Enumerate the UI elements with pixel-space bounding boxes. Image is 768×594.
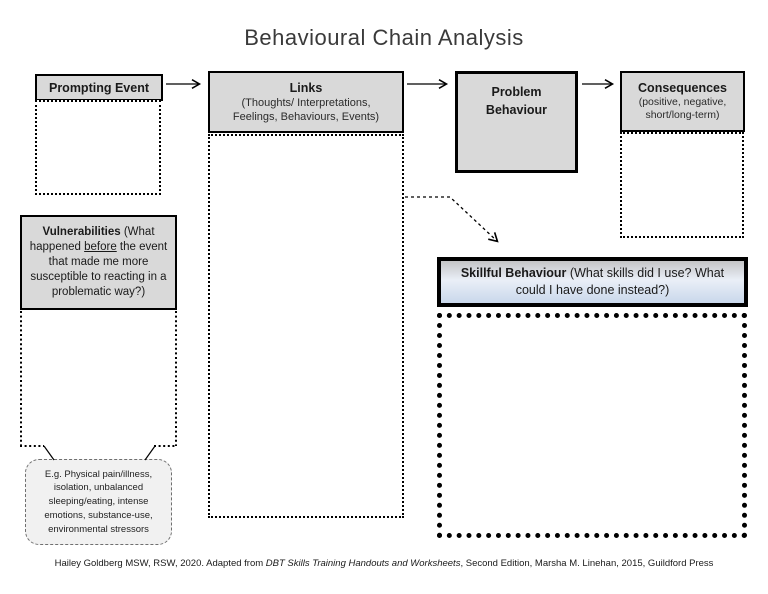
prompting-event-label: Prompting Event	[48, 80, 149, 95]
consequences-subtitle-line1: (positive, negative,	[638, 96, 727, 109]
links-subtitle-line2: Feelings, Behaviours, Events)	[232, 111, 380, 124]
vulnerability-examples-text: E.g. Physical pain/illness, isolation, u…	[44, 468, 153, 535]
consequences-subtitle-line2: short/long-term)	[645, 109, 720, 122]
consequences-input-area	[620, 132, 744, 238]
callout-tail-left	[43, 445, 55, 461]
footer-book-title: DBT Skills Training Handouts and Workshe…	[265, 558, 461, 569]
vulnerabilities-label: Vulnerabilities	[42, 225, 121, 238]
skillful-behaviour-label: Skillful Behaviour	[460, 265, 567, 280]
page-title: Behavioural Chain Analysis	[244, 25, 524, 50]
links-input-area	[208, 134, 404, 518]
vulnerabilities-desc-post: the event that made me more susceptible …	[30, 240, 168, 299]
consequences-label: Consequences	[638, 80, 727, 95]
prompting-event-box: Prompting Event	[35, 74, 163, 101]
skillful-behaviour-question: (What skills did I use? What could I hav…	[515, 265, 725, 298]
callout-tail-right	[144, 445, 156, 461]
vulnerabilities-box: Vulnerabilities (What happened before th…	[20, 215, 177, 310]
links-label: Links	[289, 80, 323, 95]
skillful-behaviour-input-area	[437, 313, 747, 538]
vulnerability-examples-bubble: E.g. Physical pain/illness, isolation, u…	[25, 459, 172, 545]
links-subtitle-line1: (Thoughts/ Interpretations,	[241, 96, 371, 109]
prompting-event-input-area	[35, 100, 161, 195]
problem-behaviour-label-line2: Behaviour	[485, 103, 548, 118]
footer-text-before: Hailey Goldberg MSW, RSW, 2020. Adapted …	[54, 558, 266, 569]
skillful-behaviour-text: Skillful Behaviour (What skills did I us…	[449, 265, 736, 300]
problem-behaviour-label-line1: Problem	[491, 85, 542, 99]
consequences-box: Consequences (positive, negative, short/…	[620, 71, 745, 132]
vulnerabilities-text: Vulnerabilities (What happened before th…	[28, 225, 169, 301]
vulnerabilities-desc-underlined: before	[84, 240, 117, 253]
footer-text-after: , Second Edition, Marsha M. Linehan, 201…	[460, 558, 714, 569]
vulnerabilities-desc-pre: (What happened	[29, 225, 155, 253]
skillful-behaviour-box: Skillful Behaviour (What skills did I us…	[437, 257, 748, 307]
links-box: Links (Thoughts/ Interpretations, Feelin…	[208, 71, 404, 133]
dashed-arrow-links-to-skillful	[405, 196, 499, 243]
attribution-footer: Hailey Goldberg MSW, RSW, 2020. Adapted …	[0, 558, 768, 569]
problem-behaviour-box: Problem Behaviour	[455, 71, 578, 173]
